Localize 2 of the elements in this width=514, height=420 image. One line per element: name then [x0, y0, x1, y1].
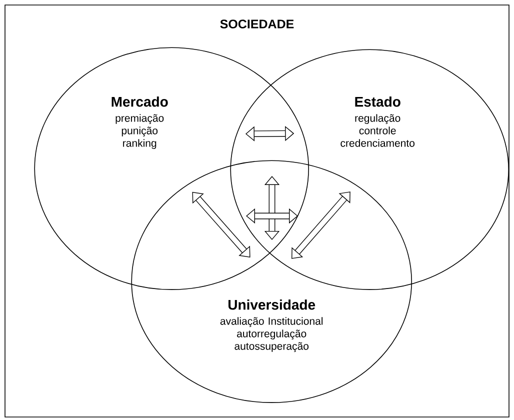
double-arrow — [192, 192, 250, 258]
double-arrow — [291, 192, 350, 259]
